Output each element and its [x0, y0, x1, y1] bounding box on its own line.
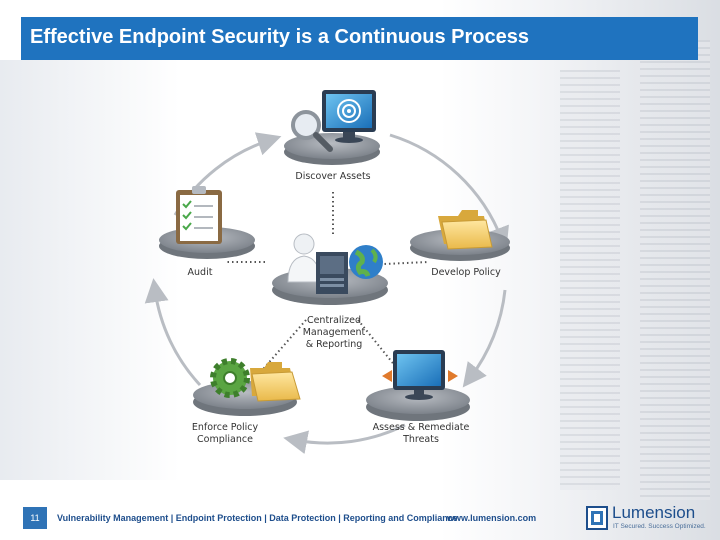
monitor-target-icon: [322, 90, 376, 143]
server-rack-decoration: [640, 40, 710, 500]
slide-title: Effective Endpoint Security is a Continu…: [30, 26, 529, 48]
node-audit: [159, 186, 255, 259]
page-number: 11: [23, 507, 47, 529]
lumension-logo: Lumension IT Secured. Success Optimized.: [586, 503, 710, 534]
user-icon: [287, 233, 321, 283]
brand-name: Lumension: [612, 503, 696, 522]
clipboard-checklist-icon: [176, 186, 222, 244]
cycle-arrow-ring: [144, 132, 509, 455]
server-rack-decoration: [560, 70, 620, 490]
footer-tagline: Vulnerability Management | Endpoint Prot…: [57, 513, 458, 523]
remediate-arrows-icon: [382, 370, 458, 382]
node-centralized-management: [272, 233, 388, 305]
label-centralized-management: Centralized Management & Reporting: [302, 315, 366, 350]
cycle-arrow: [144, 278, 202, 387]
node-develop-policy: [410, 210, 510, 261]
node-assess-remediate: [366, 350, 470, 421]
node-discover-assets: [284, 90, 380, 165]
footer-url[interactable]: www.lumension.com: [447, 513, 537, 523]
cycle-arrow: [389, 133, 509, 252]
monitor-icon: [393, 350, 445, 400]
label-enforce-policy: Enforce Policy Compliance: [191, 422, 259, 445]
label-develop-policy: Develop Policy: [431, 267, 501, 278]
magnifier-icon: [291, 110, 333, 152]
lumension-logo-icon: [586, 506, 608, 530]
title-bar: Effective Endpoint Security is a Continu…: [21, 17, 698, 60]
label-assess-remediate: Assess & Remediate Threats: [372, 422, 470, 445]
brand-tagline: IT Secured. Success Optimized.: [613, 523, 706, 530]
gear-icon: [210, 358, 250, 398]
background-fade: [0, 60, 180, 480]
node-enforce-policy: [193, 358, 301, 416]
cycle-arrow: [462, 289, 507, 388]
label-discover-assets: Discover Assets: [295, 171, 371, 182]
folder-icon: [438, 210, 493, 250]
cycle-arrow: [283, 423, 406, 455]
spoke-lines: [225, 192, 429, 376]
folder-icon: [250, 362, 301, 402]
label-audit: Audit: [187, 267, 213, 278]
globe-icon: [349, 245, 383, 279]
server-icon: [316, 252, 348, 294]
